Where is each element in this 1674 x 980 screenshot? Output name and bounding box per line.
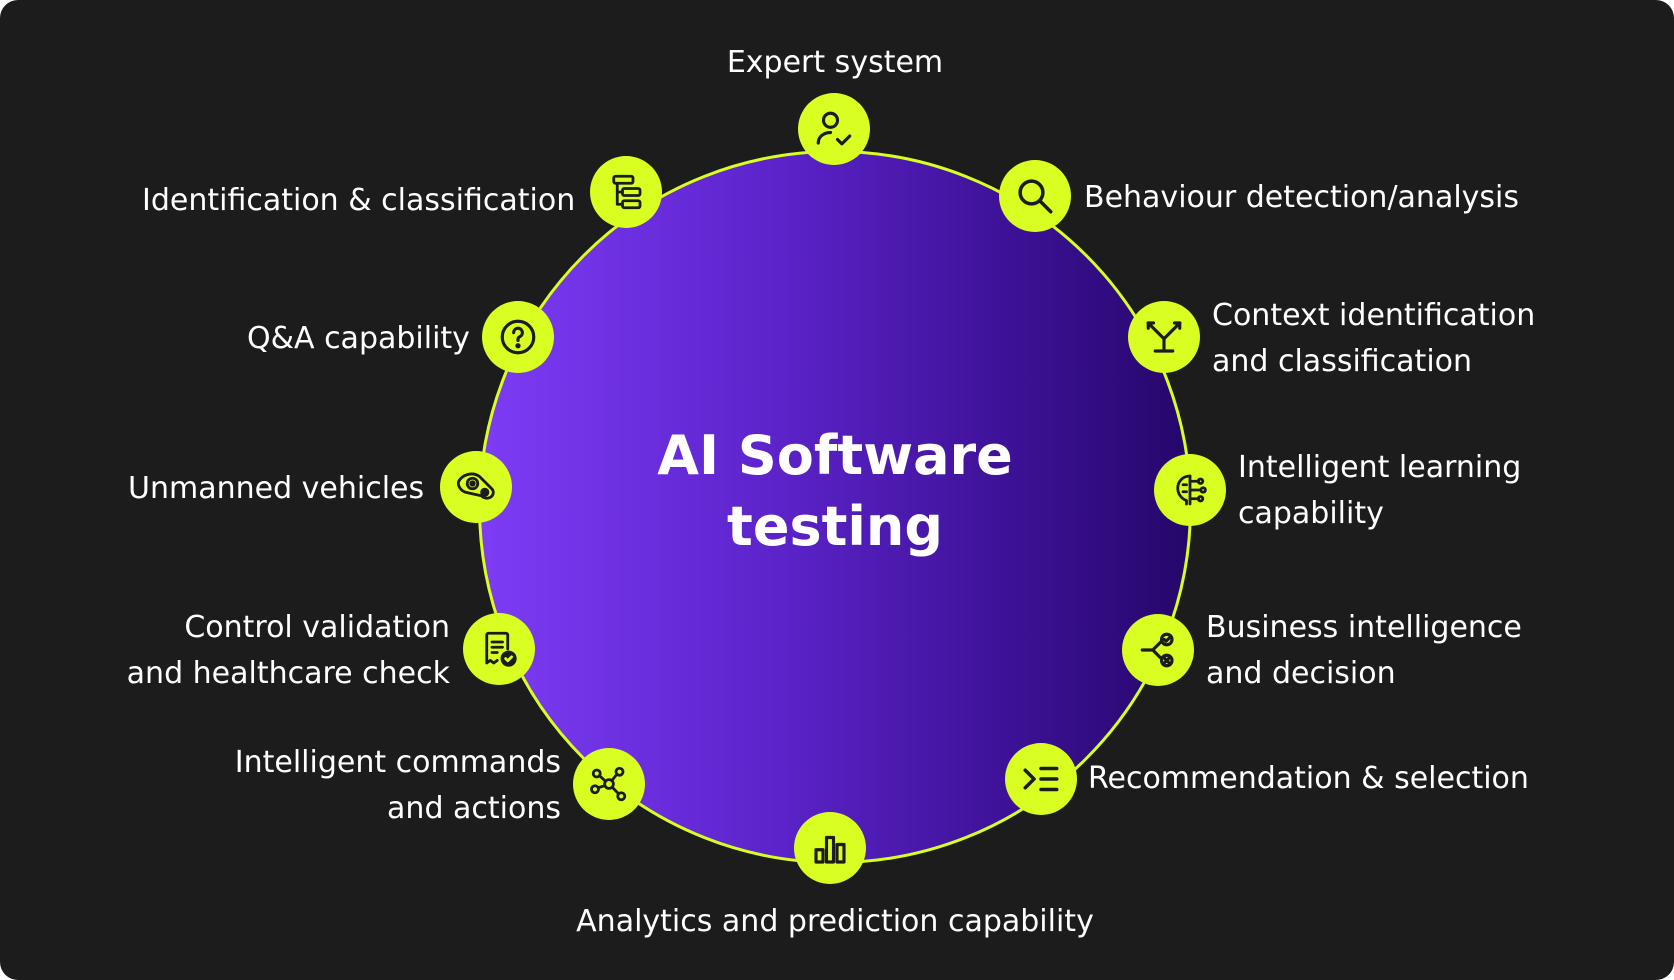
diagram-title: AI Software testing: [535, 420, 1135, 562]
capability-label-intelligent-commands: Intelligent commands and actions: [234, 745, 561, 826]
capability-label-intelligent-learning: Intelligent learning capability: [1238, 450, 1522, 531]
capability-label-unmanned-vehicles: Unmanned vehicles: [128, 471, 425, 506]
capability-label-recommendation: Recommendation & selection: [1088, 761, 1529, 796]
bar-chart-icon: [794, 812, 866, 884]
capability-label-qa: Q&A capability: [247, 321, 470, 356]
document-check-icon: [463, 613, 535, 685]
capability-label-context-identification: Context identification and classificatio…: [1212, 298, 1536, 379]
split-arrows-icon: [1128, 301, 1200, 373]
user-check-icon: [798, 93, 870, 165]
title-line-2: testing: [727, 495, 943, 558]
network-nodes-icon: [573, 748, 645, 820]
decision-branch-icon: [1122, 614, 1194, 686]
capability-label-behaviour-detection: Behaviour detection/analysis: [1084, 180, 1520, 215]
list-select-icon: [1005, 743, 1077, 815]
capability-label-business-intelligence: Business intelligence and decision: [1206, 610, 1522, 691]
capability-label-identification: Identification & classification: [142, 183, 576, 218]
search-icon: [999, 160, 1071, 232]
brain-circuit-icon: [1154, 454, 1226, 526]
vehicle-gear-icon: [440, 451, 512, 523]
question-circle-icon: [482, 301, 554, 373]
hierarchy-list-icon: [590, 156, 662, 228]
central-circle: [478, 150, 1192, 864]
capability-label-analytics: Analytics and prediction capability: [576, 904, 1094, 939]
capability-label-expert-system: Expert system: [726, 45, 944, 80]
title-line-1: AI Software: [657, 424, 1013, 487]
capability-label-control-validation: Control validation and healthcare check: [126, 610, 450, 691]
